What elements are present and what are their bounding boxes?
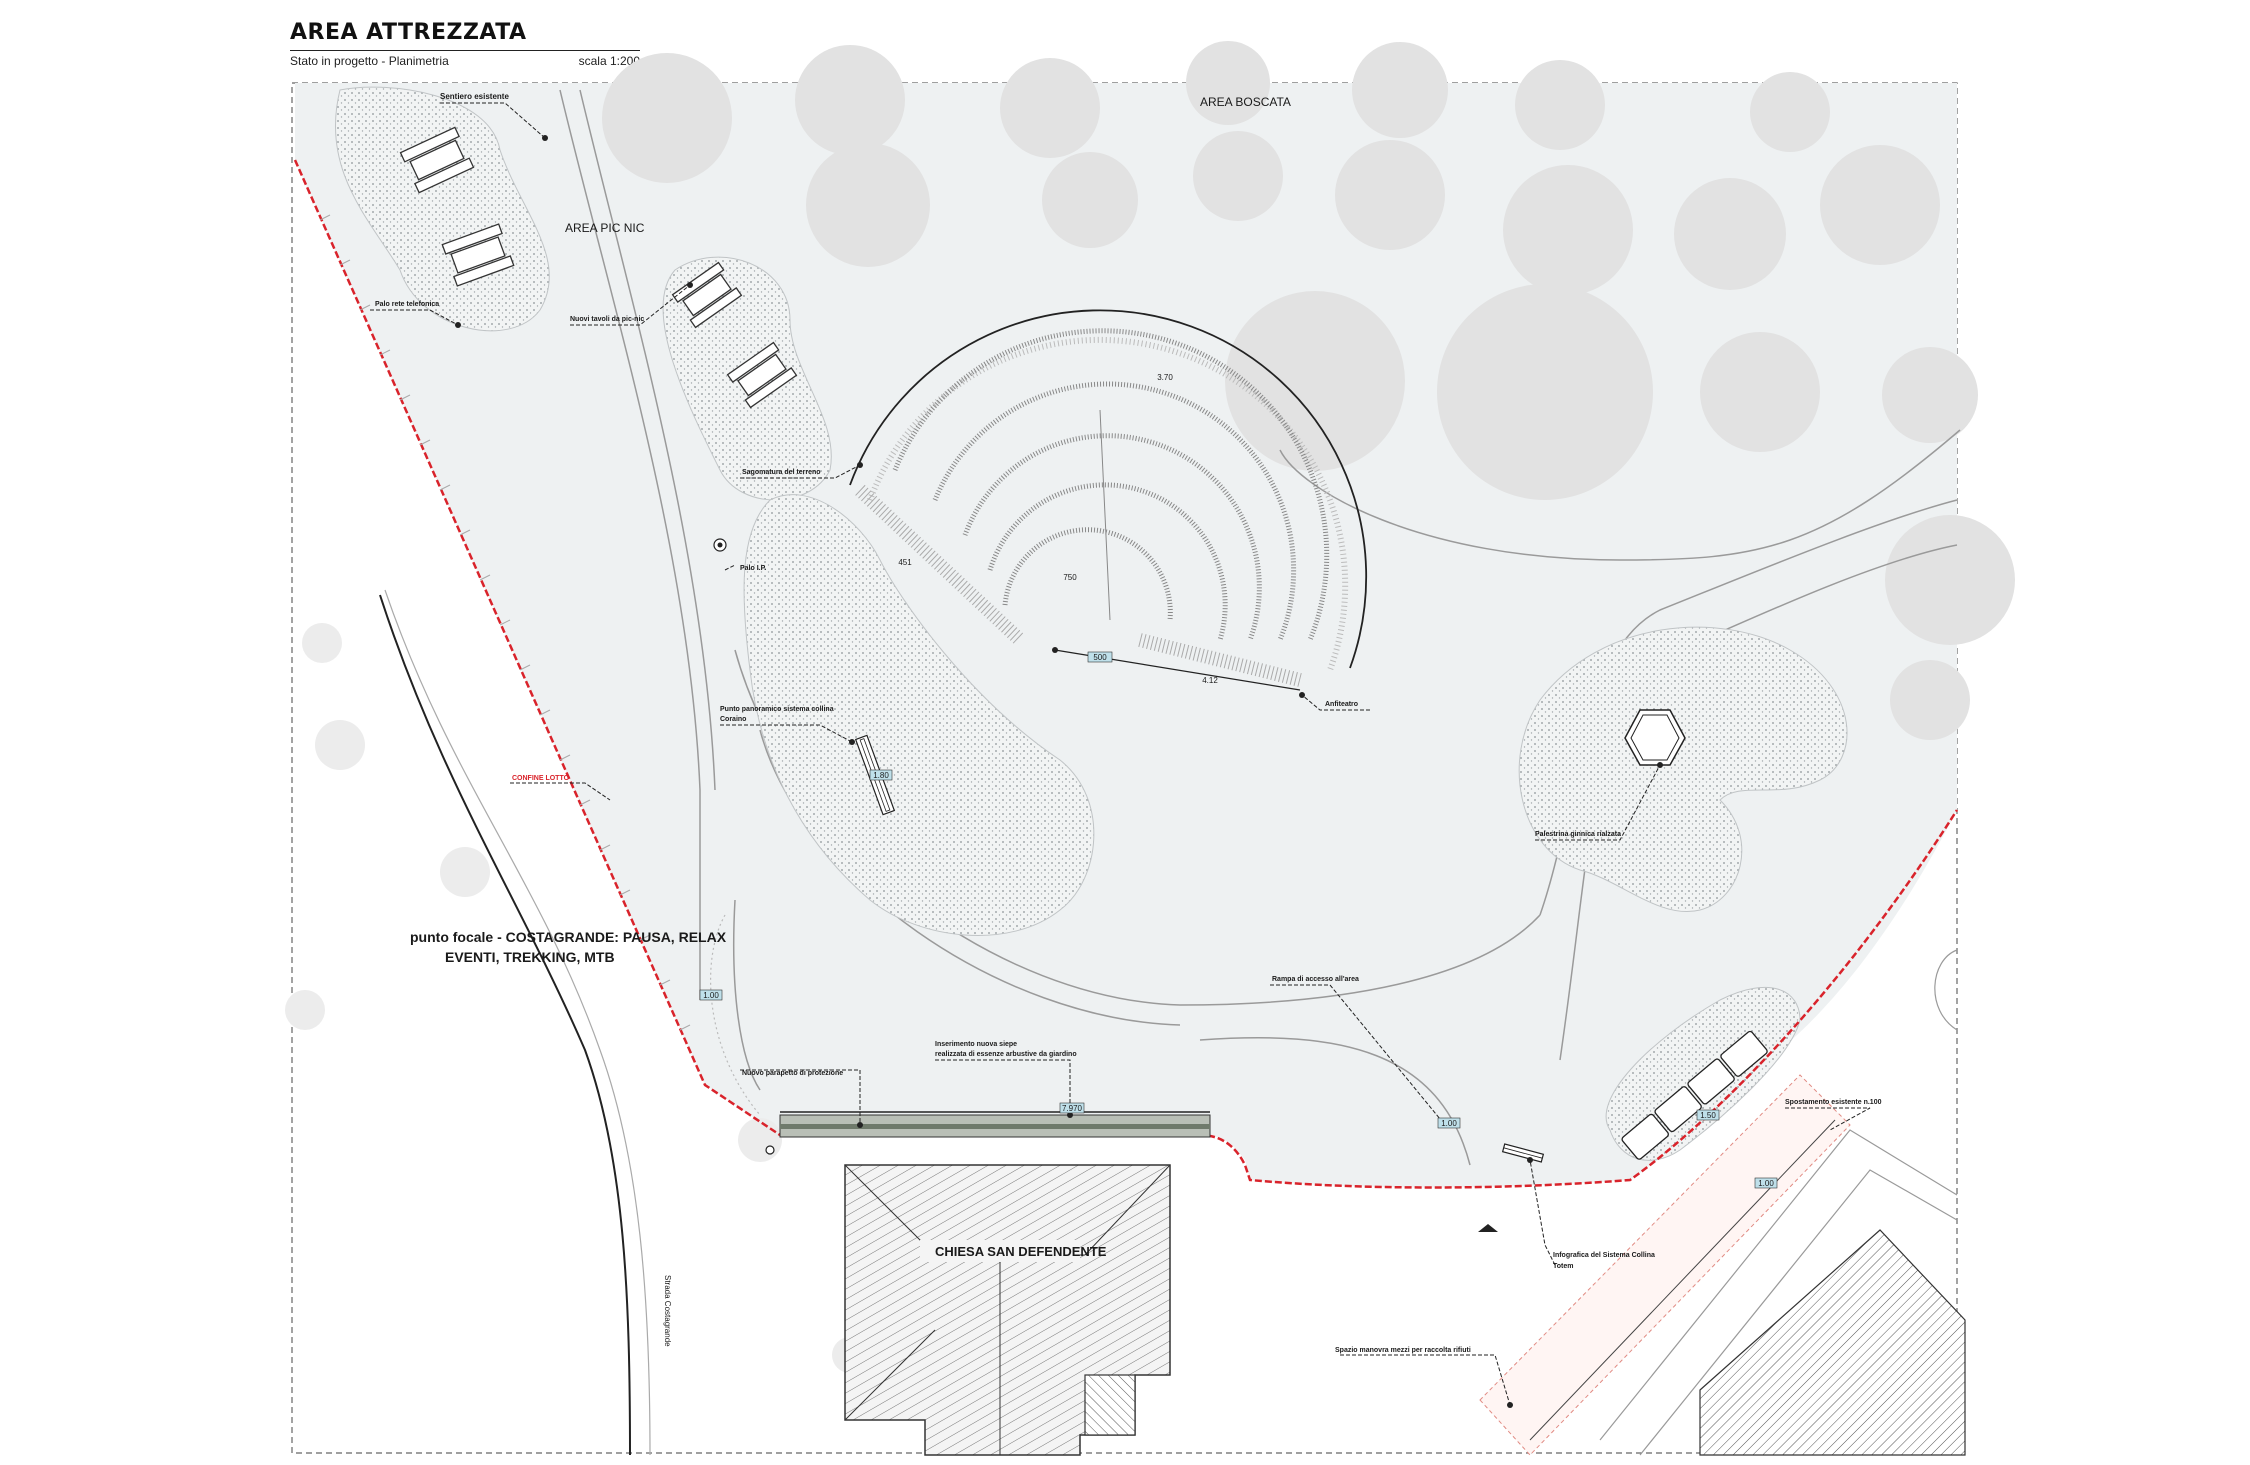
service-dimension-line — [1529, 1119, 1836, 1441]
radius-inner-dimension: 750 — [1063, 573, 1077, 582]
totem — [1501, 1143, 1545, 1163]
marker-triangle — [1478, 1224, 1498, 1232]
picnic-table-4 — [726, 341, 798, 409]
label-panoramico-2: Coraino — [720, 716, 746, 723]
amphitheatre — [849, 309, 1368, 691]
picnic-table-1 — [399, 126, 475, 194]
label-rivestimento-2: realizzata di essenze arbustive da giard… — [935, 1051, 1077, 1058]
label-tavoli: Nuovi tavoli da pic-nic — [570, 316, 644, 323]
label-spostamento: Spostamento esistente n.100 — [1785, 1099, 1882, 1106]
neighbor-plots — [1599, 949, 1958, 1456]
picnic-table-3 — [671, 261, 743, 329]
label-palestrina: Palestrina ginnica rialzata — [1535, 831, 1621, 838]
service-zone — [1479, 1074, 1851, 1456]
label-sagomatura: Sagomatura del terreno — [742, 469, 821, 476]
drawing-scale: scala 1:200 — [578, 54, 640, 68]
church — [844, 1164, 1171, 1456]
drawing-subtitle: Stato in progetto - Planimetria — [290, 54, 449, 68]
label-anfiteatro: Anfiteatro — [1325, 701, 1358, 708]
label-palo-telefono: Palo rete telefonica — [375, 301, 439, 308]
panoramic-area — [743, 494, 1095, 936]
wooded-area-trees — [602, 41, 2015, 740]
label-rivestimento-1: Inserimento nuova siepe — [935, 1041, 1017, 1048]
road — [379, 589, 651, 1456]
outside-trees — [285, 623, 868, 1373]
picnic-table-2 — [441, 223, 515, 287]
drawing-subtitle-row: Stato in progetto - Planimetria scala 1:… — [290, 50, 640, 68]
gym-platform-inner — [1630, 714, 1680, 761]
label-chiesa: CHIESA SAN DEFENDENTE — [935, 1244, 1107, 1259]
label-spazio: Spazio manovra mezzi per raccolta rifiut… — [1335, 1347, 1471, 1354]
base-dimension-tag: 500 — [1093, 653, 1107, 662]
label-strada: Strada Costagrande — [663, 1275, 672, 1347]
label-infografica-2: Totem — [1553, 1263, 1573, 1270]
survey-point — [765, 1145, 775, 1155]
label-sentiero: Sentiero esistente — [440, 92, 509, 101]
picnic-tables — [399, 126, 798, 409]
label-area-pic-nic: AREA PIC NIC — [565, 221, 645, 235]
label-area-boscata: AREA BOSCATA — [1200, 95, 1291, 109]
label-parapetto: Nuovo parapetto di protezione — [742, 1070, 843, 1077]
label-palo-ip: Palo I.P. — [740, 565, 766, 572]
radius-mid-dimension: 451 — [898, 558, 912, 567]
bin-width-tag: 1.50 — [1700, 1111, 1716, 1120]
footpaths — [559, 89, 1961, 1166]
drawing-title: AREA ATTREZZATA — [290, 20, 527, 45]
ramp-width-tag: 1.00 — [1441, 1119, 1457, 1128]
label-confine: CONFINE LOTTO — [512, 775, 570, 782]
hedge-length-tag: 7.970 — [1062, 1104, 1083, 1113]
site-boundary — [293, 159, 1959, 1189]
neighbor-building — [1699, 1229, 1966, 1456]
dimension-tags: 7.970 500 1.00 1.00 1.50 1.00 1.80 3.70 … — [699, 373, 1778, 1189]
label-focal-1: punto focale - COSTAGRANDE: PAUSA, RELAX — [410, 929, 727, 945]
label-rampa: Rampa di accesso all'area — [1272, 976, 1359, 983]
hedge — [779, 1111, 1211, 1138]
waste-bins — [1621, 1030, 1768, 1160]
slope-ticks — [319, 214, 691, 1031]
light-pole — [713, 538, 727, 552]
bench-length-tag: 1.80 — [873, 771, 889, 780]
label-panoramico-1: Punto panoramico sistema collina — [720, 706, 834, 713]
left-dimension-tag: 1.00 — [703, 991, 719, 1000]
plan-labels: AREA BOSCATA AREA PIC NIC Sentiero esist… — [375, 92, 1882, 1354]
leader-lines — [370, 102, 1871, 1406]
label-infografica-1: Infografica del Sistema Collina — [1553, 1252, 1655, 1259]
gym-platform — [1624, 709, 1686, 766]
label-focal-2: EVENTI, TREKKING, MTB — [445, 949, 615, 965]
arc-outer-dimension: 3.70 — [1157, 373, 1173, 382]
base-right-dimension: 4.12 — [1202, 676, 1218, 685]
road-dimension-tag: 1.00 — [1758, 1179, 1774, 1188]
